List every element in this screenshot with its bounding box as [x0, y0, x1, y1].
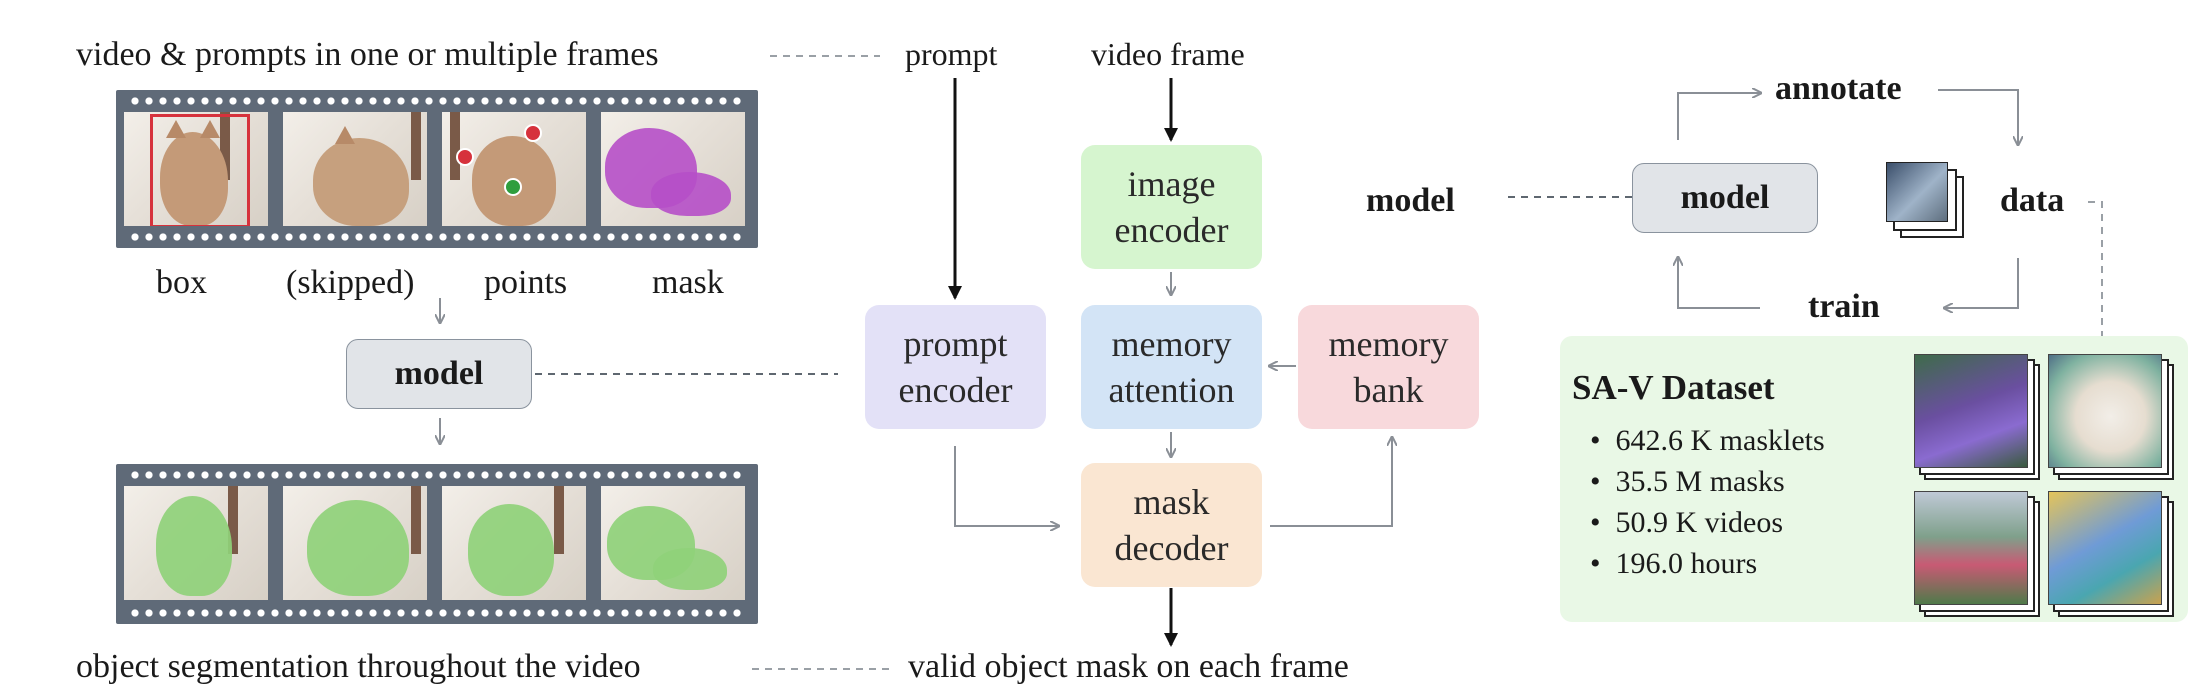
annotate-label: annotate	[1775, 70, 1902, 107]
left-model-box: model	[346, 339, 532, 409]
dataset-stat-item: • 50.9 K videos	[1590, 506, 1784, 539]
frame-label-box: box	[156, 264, 207, 301]
valid-mask-caption: valid object mask on each frame	[908, 648, 1349, 685]
model-panel-title: model	[1366, 182, 1455, 219]
film-frame-mask	[601, 112, 745, 226]
right-model-box: model	[1632, 163, 1818, 233]
input-film-strip	[116, 90, 758, 248]
negative-point-icon	[524, 124, 542, 142]
dataset-title: SA-V Dataset	[1572, 368, 1775, 407]
dataset-thumbnail	[2048, 491, 2174, 617]
sa-v-dataset-panel: SA-V Dataset • 642.6 K masklets • 35.5 M…	[1560, 336, 2188, 622]
input-caption: video & prompts in one or multiple frame…	[76, 36, 659, 73]
film-frame-points	[442, 112, 586, 226]
data-label: data	[2000, 182, 2065, 219]
dataset-stat-item: • 642.6 K masklets	[1590, 424, 1825, 457]
output-film-strip	[116, 464, 758, 624]
film-frame-skipped	[283, 112, 427, 226]
frame-label-mask: mask	[652, 264, 724, 301]
data-stack-icon	[1886, 162, 1964, 238]
frame-label-points: points	[484, 264, 568, 301]
frame-label-skipped: (skipped)	[286, 264, 415, 301]
bounding-box-prompt	[150, 114, 250, 226]
dataset-thumbnail	[1914, 491, 2040, 617]
output-frame	[601, 486, 745, 600]
positive-point-icon	[504, 178, 522, 196]
video-frame-input-label: video frame	[1091, 36, 1245, 72]
dataset-stat-item: • 35.5 M masks	[1590, 465, 1785, 498]
output-frame	[442, 486, 586, 600]
dataset-stats-list: • 642.6 K masklets • 35.5 M masks • 50.9…	[1590, 420, 1825, 584]
output-frame	[283, 486, 427, 600]
negative-point-icon	[456, 148, 474, 166]
output-frame	[124, 486, 268, 600]
prompt-input-label: prompt	[905, 36, 998, 72]
film-frame-box	[124, 112, 268, 226]
dataset-stat-item: • 196.0 hours	[1590, 547, 1758, 580]
dataset-thumbnail	[2048, 354, 2174, 480]
train-label: train	[1808, 288, 1880, 325]
dataset-thumbnail	[1914, 354, 2040, 480]
output-caption: object segmentation throughout the video	[76, 648, 641, 685]
